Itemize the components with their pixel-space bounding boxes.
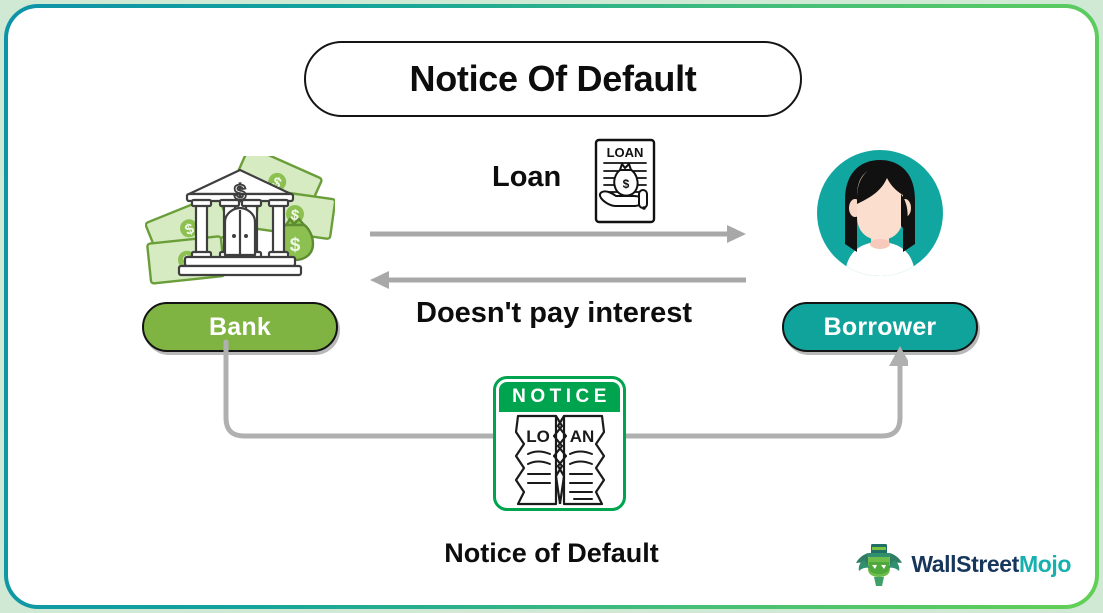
notice-banner-text: NOTICE xyxy=(512,386,611,407)
title-pill: Notice Of Default xyxy=(304,41,802,117)
svg-text:AN: AN xyxy=(569,427,594,446)
bank-entity: $ $ $ xyxy=(134,148,346,352)
interest-flow-label: Doesn't pay interest xyxy=(416,297,693,329)
notice-of-default-icon: NOTICE LO AN xyxy=(493,376,626,511)
svg-text:$: $ xyxy=(234,180,246,205)
torn-loan-document-icon: LO AN xyxy=(496,412,623,508)
page-title: Notice Of Default xyxy=(409,58,697,99)
gradient-frame: Notice Of Default $ xyxy=(4,4,1099,609)
caption-text: Notice of Default xyxy=(444,538,659,568)
svg-text:LO: LO xyxy=(526,427,550,446)
svg-text:$: $ xyxy=(290,235,301,256)
wallstreetmojo-logo: WallStreet Mojo xyxy=(855,541,1071,587)
bank-label-pill[interactable]: Bank xyxy=(142,302,338,352)
borrower-label: Borrower xyxy=(823,312,937,341)
bank-building-with-money-icon: $ $ $ xyxy=(145,148,335,288)
logo-text-primary: WallStreet xyxy=(911,550,1019,577)
woman-avatar-icon xyxy=(815,138,945,288)
svg-text:$: $ xyxy=(623,177,630,191)
loan-document-icon: LOAN $ xyxy=(594,138,656,224)
borrower-entity: Borrower xyxy=(774,138,986,352)
loan-arrow xyxy=(370,225,746,243)
svg-text:LOAN: LOAN xyxy=(607,145,644,160)
borrower-label-pill[interactable]: Borrower xyxy=(782,302,978,352)
svg-text:$: $ xyxy=(289,206,300,224)
bank-label: Bank xyxy=(209,312,271,341)
interest-arrow xyxy=(370,271,746,289)
logo-text-accent: Mojo xyxy=(1018,550,1071,577)
infographic-body: Notice Of Default $ xyxy=(8,8,1095,605)
notice-banner: NOTICE xyxy=(499,382,620,412)
loan-flow-label: Loan xyxy=(492,161,562,193)
mascot-icon xyxy=(856,544,903,586)
